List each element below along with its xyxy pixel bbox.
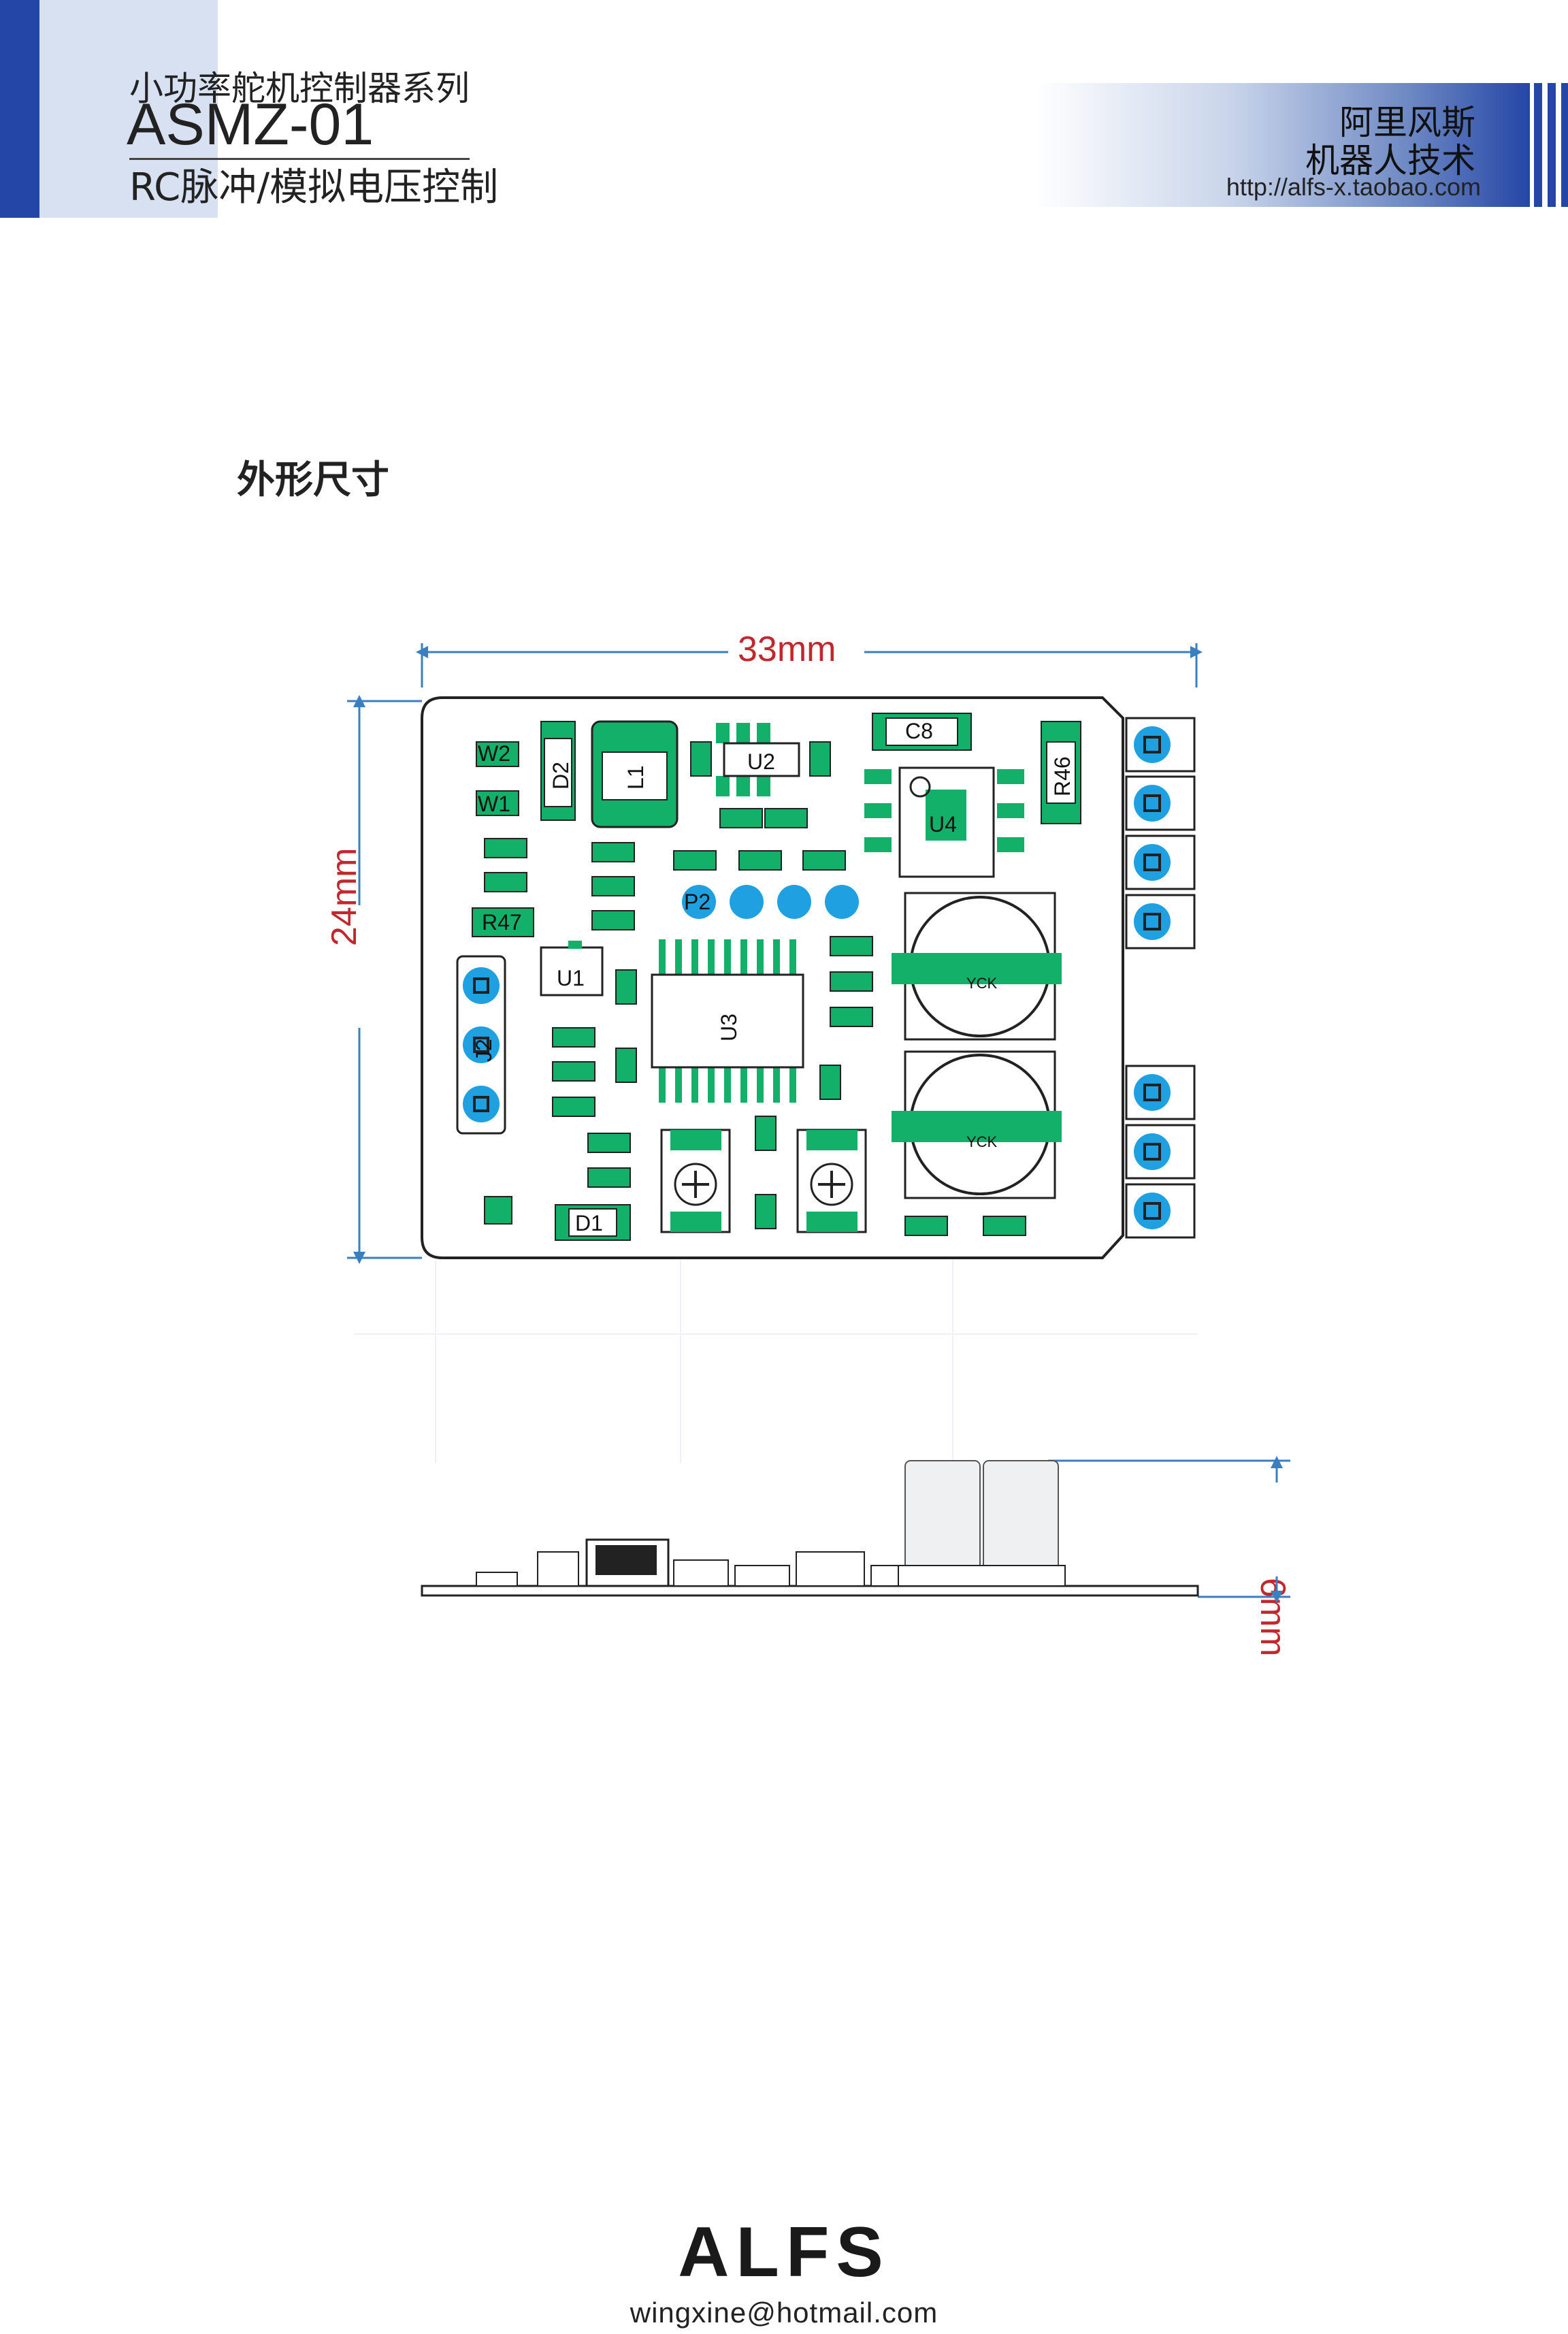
label-r46: R46 xyxy=(1050,756,1075,796)
electrolytic-caps xyxy=(892,892,1062,1199)
inductor-l1 xyxy=(591,720,679,828)
label-l1: L1 xyxy=(623,765,648,790)
component-labels: W2 W1 D2 L1 U2 C8 U4 R46 P2 R47 U1 U3 J2… xyxy=(472,719,1075,1235)
label-r47: R47 xyxy=(482,910,522,935)
ic-u3 xyxy=(651,939,804,1103)
label-d2: D2 xyxy=(549,762,573,790)
company-name: 阿里风斯 xyxy=(1339,103,1475,142)
header-rule xyxy=(129,158,470,160)
label-u3: U3 xyxy=(717,1014,741,1041)
header-left-bar xyxy=(0,0,39,218)
label-c8: C8 xyxy=(905,719,933,743)
background-grid xyxy=(354,1259,1198,1463)
connector-pad xyxy=(1125,775,1196,831)
connector-pad xyxy=(1125,717,1196,773)
capacitor-c8 xyxy=(872,713,972,751)
footer-brand-logo: ALFS xyxy=(678,2213,890,2292)
label-c7-mark: YCK xyxy=(966,975,998,992)
dimension-width-label: 33mm xyxy=(738,630,836,669)
connector-pad xyxy=(1125,1183,1196,1239)
pcb-side-view xyxy=(421,1460,1199,1597)
series-title: 小功率舵机控制器系列 xyxy=(129,69,470,108)
ic-u1 xyxy=(540,941,604,996)
test-pad xyxy=(484,1196,512,1225)
control-subtitle: RC脉冲/模拟电压控制 xyxy=(129,165,499,210)
left-connector-j2 xyxy=(456,955,506,1135)
connector-pad xyxy=(1125,834,1196,890)
p2-pads xyxy=(682,885,859,919)
label-c6-mark: YCK xyxy=(966,1133,998,1150)
connector-pad xyxy=(1125,1124,1196,1180)
model-title: ASMZ-01 xyxy=(127,92,374,157)
connector-pad xyxy=(1125,1065,1196,1120)
label-p2: P2 xyxy=(684,890,710,914)
label-w1: W1 xyxy=(478,792,510,816)
trimmer-potentiometers xyxy=(660,1129,867,1233)
footer-email[interactable]: wingxine@hotmail.com xyxy=(630,2297,938,2329)
label-d1: D1 xyxy=(575,1211,603,1235)
label-u4: U4 xyxy=(929,812,957,837)
smd-components xyxy=(472,741,1026,1236)
label-u2: U2 xyxy=(747,749,775,774)
company-url[interactable]: http://alfs-x.taobao.com xyxy=(1226,173,1481,201)
connector-pad xyxy=(1125,894,1196,950)
diode-d2 xyxy=(540,721,576,821)
dimension-lines xyxy=(347,643,1290,1603)
section-title: 外形尺寸 xyxy=(237,458,389,502)
label-j2: J2 xyxy=(472,1039,496,1062)
header-left-panel xyxy=(39,0,218,218)
header-right-banner xyxy=(1034,83,1530,207)
diode-d1 xyxy=(555,1204,631,1241)
right-connectors xyxy=(1125,717,1196,1239)
label-u1: U1 xyxy=(557,966,585,990)
resistor-r46 xyxy=(1041,721,1081,824)
header-right-stripes xyxy=(1534,83,1568,207)
company-tagline: 机器人技术 xyxy=(1305,141,1475,180)
ic-u4 xyxy=(864,766,1024,878)
label-w2: W2 xyxy=(478,741,510,766)
ic-u2 xyxy=(716,723,800,796)
